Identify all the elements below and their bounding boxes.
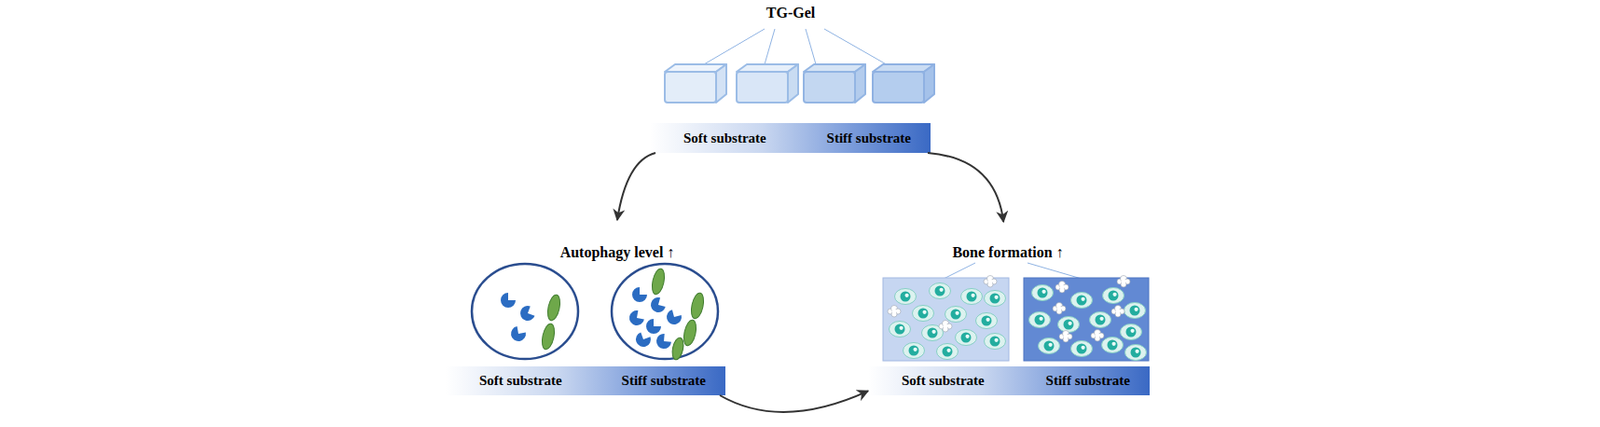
cell-circle-stiff-part [681, 318, 699, 347]
gel-cube-part [855, 64, 866, 103]
panel-heading: Autophagy level ↑ [560, 244, 676, 262]
leader-lines [703, 28, 1082, 279]
bone-culture-soft-part [903, 343, 925, 359]
bone-culture-stiff-part [1117, 275, 1131, 289]
bone-culture-soft-part [882, 277, 1009, 361]
gel-cube-part [787, 64, 799, 103]
leader-lines-part [764, 28, 775, 65]
leader-lines-part [805, 28, 816, 65]
figure-title: TG-Gel [766, 4, 815, 22]
bone-culture-stiff-part [1071, 341, 1093, 358]
bone-culture-stiff-part [1125, 344, 1147, 361]
bone-culture-stiff-part [1111, 305, 1125, 318]
bone-culture-soft-part [955, 330, 978, 346]
bar-label: Soft substrate [683, 130, 767, 147]
bone-culture-soft-part [912, 305, 935, 322]
cell-circle-stiff-part [648, 295, 668, 315]
gel-cube [803, 64, 866, 103]
bone-culture-soft [882, 275, 1009, 362]
bone-culture-soft-part [929, 283, 952, 300]
bone-culture-stiff-part [1055, 281, 1069, 294]
bone-culture-soft-part [889, 321, 911, 338]
cell-circle-stiff-part [632, 287, 648, 303]
curved-arrow [617, 152, 656, 221]
gel-cube-part [803, 71, 856, 103]
bone-culture-stiff-part [1052, 303, 1066, 316]
bone-culture-stiff-part [1120, 324, 1143, 341]
cell-circle-stiff-part [664, 307, 684, 327]
cell-circle-soft-part [500, 292, 516, 308]
cell-circle-soft-part [518, 303, 538, 324]
bar-label: Soft substrate [479, 372, 563, 389]
bone-culture-stiff-part [1089, 312, 1112, 329]
bone-culture-soft-part [887, 305, 901, 318]
bone-culture-soft-part [895, 289, 917, 305]
cell-circle-soft-part [545, 293, 563, 322]
cell-circle-stiff-part [646, 318, 662, 334]
cell-circle-soft-part [539, 322, 557, 351]
bone-culture-soft-part [984, 333, 1007, 350]
gradient-bar: Soft substrate Stiff substrate [649, 123, 931, 153]
cell-circle-stiff-part [689, 291, 706, 320]
panel-group: Bone formation ↑ Soft substrate Stiff subs… [862, 221, 1157, 401]
bar-label: Stiff substrate [1046, 372, 1131, 389]
bone-culture-soft-part [938, 320, 952, 333]
panel-group: Autophagy level ↑ Soft substrate Stiff sub… [438, 220, 737, 401]
gel-cube-part [716, 64, 727, 103]
bar-label: Stiff substrate [621, 372, 706, 389]
bone-culture-stiff-part [1059, 331, 1073, 344]
bone-culture-soft-part [984, 290, 1007, 307]
bone-culture-stiff-part [1038, 338, 1061, 355]
leader-lines-part [824, 28, 890, 67]
cell-circle-soft-part [471, 263, 579, 359]
bone-culture-stiff-part [1090, 330, 1104, 343]
gradient-bar: Soft substrate Stiff substrate [868, 366, 1150, 396]
gel-cube [736, 64, 799, 103]
gradient-bar: Soft substrate Stiff substrate [445, 366, 726, 396]
curved-arrow [927, 152, 1004, 222]
bar-label: Soft substrate [901, 372, 985, 389]
cell-circle-soft [471, 263, 579, 359]
bone-culture-stiff-part [1029, 312, 1051, 329]
gel-cube-part [664, 71, 717, 103]
cell-circle-stiff-part [611, 263, 718, 359]
cell-circle-stiff-part [634, 330, 654, 350]
bar-label: Stiff substrate [827, 130, 911, 147]
gel-cube-part [736, 71, 788, 103]
leader-lines-part [703, 28, 765, 65]
panel-heading: Bone formation ↑ [951, 244, 1063, 262]
cell-circle-soft-part [510, 325, 528, 344]
bone-culture-stiff-part [1023, 277, 1149, 361]
bone-culture-soft-part [961, 289, 983, 305]
cell-circle-stiff-part [655, 332, 672, 349]
curved-arrow [719, 390, 869, 413]
bone-culture-stiff-part [1102, 337, 1124, 354]
gel-cube [872, 64, 935, 103]
bone-culture-stiff [1023, 275, 1149, 362]
bone-culture-soft-part [937, 344, 959, 360]
bone-culture-stiff-part [1071, 292, 1093, 309]
bone-culture-soft-part [945, 306, 967, 323]
gel-cube-part [924, 64, 935, 103]
bone-culture-stiff-part [1032, 285, 1054, 302]
leader-lines-part [1027, 262, 1082, 279]
bone-culture-soft-part [983, 275, 997, 289]
cell-circle-stiff-part [670, 336, 686, 361]
cell-circle-stiff-part [649, 267, 667, 296]
gel-cube [664, 64, 727, 103]
cell-circle-stiff [611, 263, 718, 361]
cell-circle-stiff-part [628, 309, 647, 328]
bone-culture-stiff-part [1124, 303, 1146, 319]
leader-lines-part [943, 262, 976, 279]
bone-culture-stiff-part [1058, 317, 1080, 333]
bone-culture-soft-part [976, 313, 998, 330]
gel-cube-part [872, 71, 925, 103]
bone-culture-stiff-part [1103, 288, 1125, 304]
